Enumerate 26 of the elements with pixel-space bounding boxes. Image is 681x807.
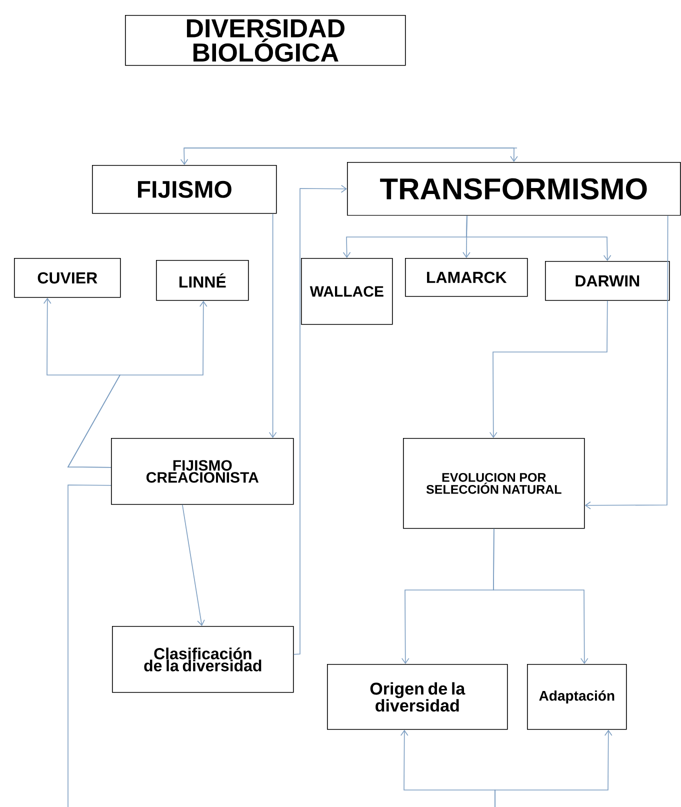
concept-box: FIJISMO [92,165,277,214]
arrow [462,215,470,258]
arrow [182,504,205,626]
arrow [466,215,612,261]
arrow [494,730,612,807]
arrow [489,300,608,438]
connector-line [68,484,112,807]
arrow [180,148,518,165]
concept-box: Adaptación [527,664,627,730]
concept-box: Clasificación de la diversidad [112,626,294,693]
arrow [67,300,208,468]
author-box: LINNÉ [156,260,249,301]
author-box: LAMARCK [405,258,528,297]
author-box: CUVIER [14,258,121,298]
arrow [293,184,347,655]
author-box: DARWIN [545,261,670,301]
concept-box: TRANSFORMISMO [347,162,681,216]
arrow [584,215,668,510]
concept-box: Origen de la diversidad [327,664,508,730]
arrow [184,148,518,162]
concept-box: EVOLUCION POR SELECCIÓN NATURAL [403,438,585,529]
arrow [493,528,588,664]
author-box: WALLACE [301,258,393,325]
arrow [268,213,277,438]
title-box: DIVERSIDAD BIOLÓGICA [125,15,406,66]
concept-box: FIJISMO CREACIONISTA [111,438,294,505]
